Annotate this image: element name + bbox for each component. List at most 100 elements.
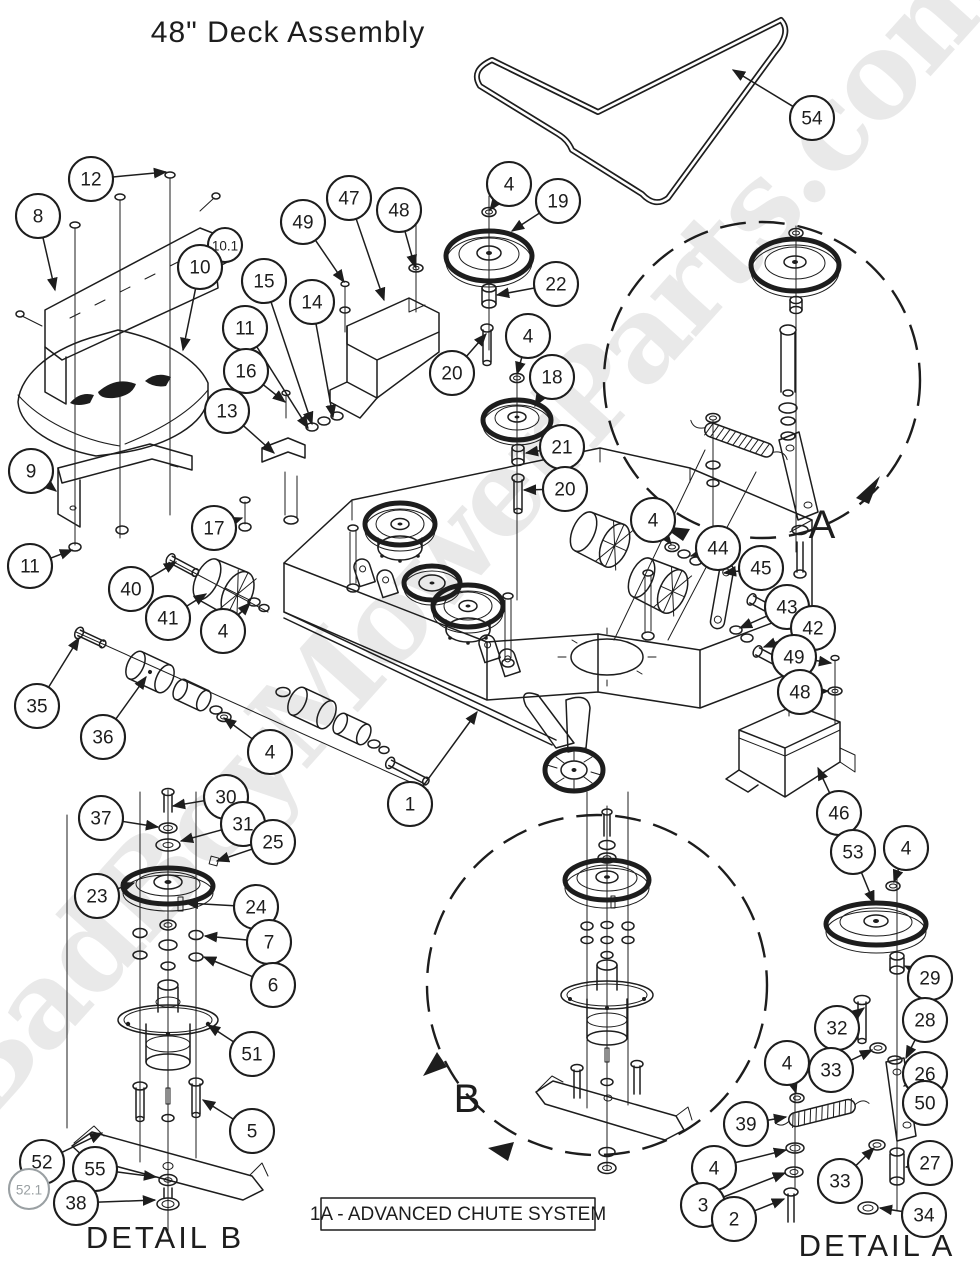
svg-text:16: 16 bbox=[235, 362, 256, 383]
svg-text:38: 38 bbox=[65, 1194, 86, 1215]
lower-bracket bbox=[57, 443, 193, 528]
callout-5: 5 bbox=[201, 1099, 276, 1155]
svg-text:9: 9 bbox=[26, 462, 37, 483]
svg-text:21: 21 bbox=[551, 438, 572, 459]
deck-body bbox=[283, 447, 813, 794]
svg-text:52.1: 52.1 bbox=[16, 1183, 42, 1198]
chute-note-box: 1A - ADVANCED CHUTE SYSTEM bbox=[310, 1197, 606, 1231]
svg-text:4: 4 bbox=[648, 511, 659, 532]
callout-49: 49 bbox=[279, 198, 345, 284]
svg-text:24: 24 bbox=[245, 898, 267, 919]
svg-text:44: 44 bbox=[707, 539, 729, 560]
chute bbox=[329, 202, 440, 419]
svg-text:14: 14 bbox=[301, 293, 323, 314]
svg-text:52: 52 bbox=[31, 1153, 52, 1174]
svg-text:41: 41 bbox=[157, 609, 178, 630]
callout-36: 36 bbox=[79, 675, 147, 761]
callout-48: 48 bbox=[375, 186, 423, 269]
svg-text:40: 40 bbox=[120, 580, 141, 601]
svg-text:34: 34 bbox=[913, 1206, 935, 1227]
callout-4: 4 bbox=[485, 160, 533, 212]
svg-text:13: 13 bbox=[216, 402, 237, 423]
svg-text:29: 29 bbox=[919, 969, 940, 990]
svg-text:12: 12 bbox=[80, 170, 101, 191]
svg-text:43: 43 bbox=[776, 598, 797, 619]
callout-17: 17 bbox=[190, 504, 244, 552]
svg-text:39: 39 bbox=[735, 1115, 756, 1136]
callout-34: 34 bbox=[878, 1191, 948, 1239]
callout-47: 47 bbox=[325, 174, 386, 302]
svg-text:48: 48 bbox=[789, 683, 810, 704]
detail-b-view-label: B bbox=[454, 1077, 481, 1121]
callout-35: 35 bbox=[13, 636, 80, 730]
detail-b-zone bbox=[423, 791, 769, 1175]
svg-text:25: 25 bbox=[262, 833, 283, 854]
svg-text:5: 5 bbox=[247, 1122, 258, 1143]
callout-28: 28 bbox=[901, 996, 949, 1060]
svg-text:22: 22 bbox=[545, 275, 566, 296]
callout-4: 4 bbox=[504, 312, 552, 376]
callout-38: 38 bbox=[52, 1179, 157, 1227]
detail-a-caption: DETAIL A bbox=[799, 1228, 956, 1263]
callout-22: 22 bbox=[495, 260, 580, 308]
idler-pulley-18-stack bbox=[480, 361, 554, 601]
callout-13: 13 bbox=[203, 387, 276, 454]
svg-text:15: 15 bbox=[253, 272, 274, 293]
svg-text:4: 4 bbox=[504, 175, 515, 196]
callout-48: 48 bbox=[776, 668, 830, 716]
callout-32: 32 bbox=[813, 1004, 866, 1052]
svg-text:4: 4 bbox=[523, 327, 534, 348]
callout-50: 50 bbox=[901, 1079, 949, 1127]
detail-a-exploded bbox=[774, 875, 929, 1223]
pivot-hardware bbox=[238, 389, 344, 532]
callout-11: 11 bbox=[6, 542, 74, 590]
svg-text:6: 6 bbox=[268, 976, 279, 997]
svg-text:49: 49 bbox=[292, 213, 313, 234]
callout-layer: 12810.1104947484192254151411161391711404… bbox=[6, 69, 954, 1243]
callout-10: 10 bbox=[176, 243, 224, 352]
callout-33: 33 bbox=[816, 1147, 875, 1205]
svg-text:26: 26 bbox=[914, 1065, 935, 1086]
callout-14: 14 bbox=[288, 278, 337, 419]
svg-text:4: 4 bbox=[218, 622, 229, 643]
belt-cover bbox=[17, 329, 209, 457]
svg-text:1: 1 bbox=[405, 795, 416, 816]
callout-4: 4 bbox=[882, 824, 930, 884]
callout-55: 55 bbox=[71, 1145, 158, 1193]
callout-23: 23 bbox=[73, 872, 136, 920]
svg-text:2: 2 bbox=[729, 1210, 740, 1231]
callout-19: 19 bbox=[510, 177, 582, 232]
page-title: 48" Deck Assembly bbox=[151, 16, 425, 49]
svg-text:45: 45 bbox=[750, 559, 771, 580]
svg-text:42: 42 bbox=[802, 619, 823, 640]
svg-text:27: 27 bbox=[919, 1154, 940, 1175]
svg-text:11: 11 bbox=[20, 557, 40, 578]
svg-text:4: 4 bbox=[901, 839, 912, 860]
callout-8: 8 bbox=[14, 192, 62, 292]
svg-text:10: 10 bbox=[189, 258, 210, 279]
detail-a-view-label: A bbox=[809, 503, 836, 547]
svg-text:17: 17 bbox=[203, 519, 224, 540]
callout-25: 25 bbox=[215, 818, 297, 866]
callout-4: 4 bbox=[222, 717, 294, 776]
svg-text:30: 30 bbox=[215, 788, 236, 809]
svg-text:4: 4 bbox=[709, 1159, 720, 1180]
chute-note-text: 1A - ADVANCED CHUTE SYSTEM bbox=[310, 1204, 606, 1225]
mount-bolts-group bbox=[68, 171, 221, 552]
callout-20: 20 bbox=[522, 465, 589, 513]
svg-text:54: 54 bbox=[801, 109, 823, 130]
svg-text:36: 36 bbox=[92, 728, 113, 749]
svg-text:35: 35 bbox=[26, 697, 47, 718]
callout-24: 24 bbox=[184, 883, 280, 931]
callout-44: 44 bbox=[689, 524, 742, 572]
callout-27: 27 bbox=[904, 1139, 954, 1187]
callout-52.1: 52.1 bbox=[7, 1167, 51, 1211]
svg-text:20: 20 bbox=[441, 364, 462, 385]
svg-text:4: 4 bbox=[265, 743, 276, 764]
svg-text:7: 7 bbox=[264, 933, 275, 954]
svg-text:32: 32 bbox=[826, 1019, 847, 1040]
callout-2: 2 bbox=[710, 1195, 786, 1243]
callout-6: 6 bbox=[202, 956, 297, 1009]
